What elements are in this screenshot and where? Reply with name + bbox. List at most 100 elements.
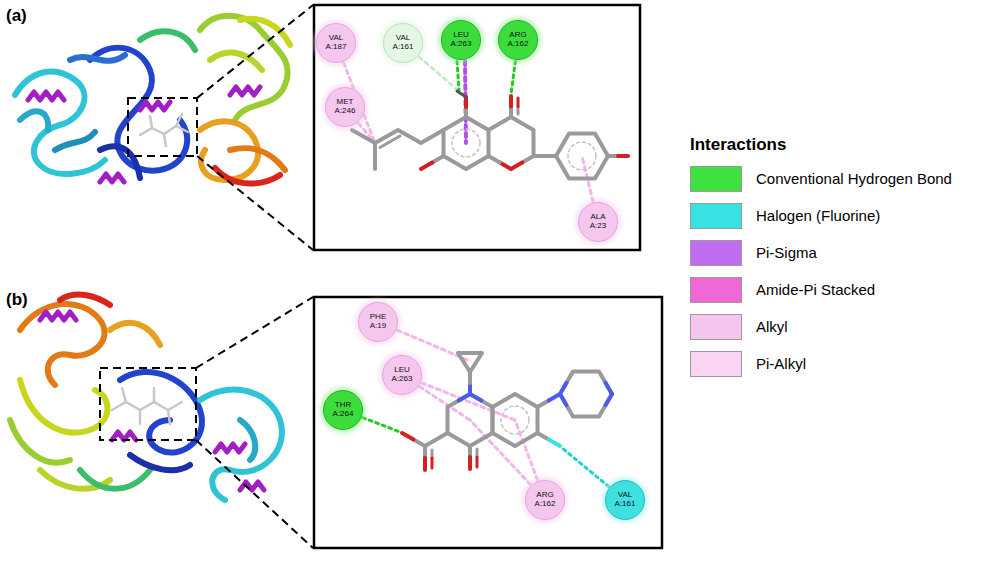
ligand-molecule xyxy=(423,458,427,470)
residue-circle: MET A:246 xyxy=(325,87,365,127)
protein-ribbon xyxy=(15,72,105,174)
protein-ribbon xyxy=(20,111,48,130)
zoom-guide xyxy=(128,5,313,250)
residue-label: ARG A:162 xyxy=(503,31,533,49)
zoom-guide xyxy=(197,156,313,250)
interaction-line xyxy=(363,330,609,486)
protein-ribbon xyxy=(230,87,260,95)
protein-ribbon xyxy=(200,390,282,500)
protein-ribbon xyxy=(80,470,150,489)
ligand-molecule xyxy=(452,129,480,157)
residue-circle: VAL A:161 xyxy=(383,23,423,63)
interaction-line xyxy=(465,61,466,143)
legend-swatch xyxy=(690,314,742,340)
zoom-panel xyxy=(314,5,640,250)
ligand-sticks xyxy=(140,114,188,146)
ligand-molecule xyxy=(457,91,466,97)
ligand-molecule xyxy=(352,91,628,179)
protein-ribbon xyxy=(200,16,288,120)
ligand-molecule xyxy=(448,394,493,446)
protein-ribbon xyxy=(130,455,190,470)
protein-ribbon xyxy=(240,420,255,460)
legend-text: Pi-Sigma xyxy=(756,240,817,266)
ligand-molecule xyxy=(493,394,538,446)
residue-circle: LEU A:263 xyxy=(382,355,422,395)
ligand-molecule xyxy=(476,457,479,467)
protein-ribbon xyxy=(40,312,76,320)
ligand-molecule xyxy=(402,433,414,440)
protein-ribbon xyxy=(55,132,95,150)
ligand-molecule xyxy=(534,154,557,158)
legend-text: Halogen (Fluorine) xyxy=(756,203,880,229)
legend-swatch xyxy=(690,277,742,303)
legend-title: Interactions xyxy=(690,135,786,155)
ligand-molecule xyxy=(517,98,520,107)
ligand-molecule xyxy=(431,458,434,468)
residue-label: ALA A:23 xyxy=(583,213,613,231)
interaction-line xyxy=(470,420,531,485)
residue-circle: VAL A:187 xyxy=(316,23,356,63)
residue-label: MET A:246 xyxy=(330,98,360,116)
residue-circle: ARG A:162 xyxy=(498,20,538,60)
protein-ribbon xyxy=(10,420,70,463)
ligand-molecule xyxy=(501,406,529,434)
ligand-molecule xyxy=(556,134,608,179)
ligand-molecule xyxy=(468,457,472,469)
panel-label: (b) xyxy=(6,290,28,310)
ligand-molecule xyxy=(549,440,560,447)
zoom-panel xyxy=(314,297,662,548)
residue-label: VAL A:161 xyxy=(610,491,640,509)
zoom-guide xyxy=(100,297,313,548)
panel-label: (a) xyxy=(6,6,27,26)
ligand-molecule xyxy=(458,353,482,372)
residue-label: THR A:264 xyxy=(328,401,358,419)
ligand-molecule xyxy=(464,97,468,107)
residue-label: LEU A:263 xyxy=(387,366,417,384)
protein-ribbon xyxy=(15,16,290,184)
interaction-line xyxy=(419,57,462,94)
ligand-molecule xyxy=(444,117,489,169)
residue-label: VAL A:161 xyxy=(388,34,418,52)
residue-circle: LEU A:263 xyxy=(441,20,481,60)
ligand-molecule xyxy=(373,143,377,169)
protein-ribbon xyxy=(240,482,264,490)
ligand-molecule xyxy=(618,154,628,158)
ligand-molecule xyxy=(402,353,612,470)
protein-ribbon xyxy=(100,174,124,182)
ligand-molecule xyxy=(421,163,432,170)
ligand-molecule xyxy=(489,156,500,163)
interaction-line xyxy=(562,448,609,487)
residue-label: PHE A:19 xyxy=(363,313,393,331)
residue-label: LEU A:263 xyxy=(446,31,476,49)
ligand-molecule xyxy=(560,394,567,405)
protein-ribbon xyxy=(10,295,282,500)
ligand-molecule xyxy=(509,96,513,107)
ligand-molecule xyxy=(560,372,612,417)
zoom-guide xyxy=(196,440,313,548)
zoom-guide xyxy=(128,98,197,156)
legend-swatch xyxy=(690,351,742,377)
residue-circle: ALA A:23 xyxy=(578,202,618,242)
residue-circle: VAL A:161 xyxy=(605,480,645,520)
zoom-guide xyxy=(197,5,313,98)
protein-ribbon xyxy=(210,53,262,70)
ligand-molecule xyxy=(606,394,613,405)
residue-circle: THR A:264 xyxy=(323,390,363,430)
residue-circle: PHE A:19 xyxy=(358,302,398,342)
protein-ribbon xyxy=(140,102,170,110)
interaction-line xyxy=(344,57,593,202)
ligand-sticks xyxy=(112,388,182,424)
zoom-panel xyxy=(314,5,640,250)
protein-ribbon xyxy=(215,444,245,452)
interaction-line xyxy=(457,61,459,90)
protein-ribbon xyxy=(28,92,64,100)
legend-text: Pi-Alkyl xyxy=(756,351,806,377)
residue-label: ARG A:162 xyxy=(530,491,560,509)
protein-ribbon xyxy=(20,304,105,385)
protein-ribbon xyxy=(215,168,280,184)
ligand-molecule xyxy=(380,136,400,148)
protein-ribbon xyxy=(90,48,187,171)
protein-ribbon xyxy=(230,148,285,170)
